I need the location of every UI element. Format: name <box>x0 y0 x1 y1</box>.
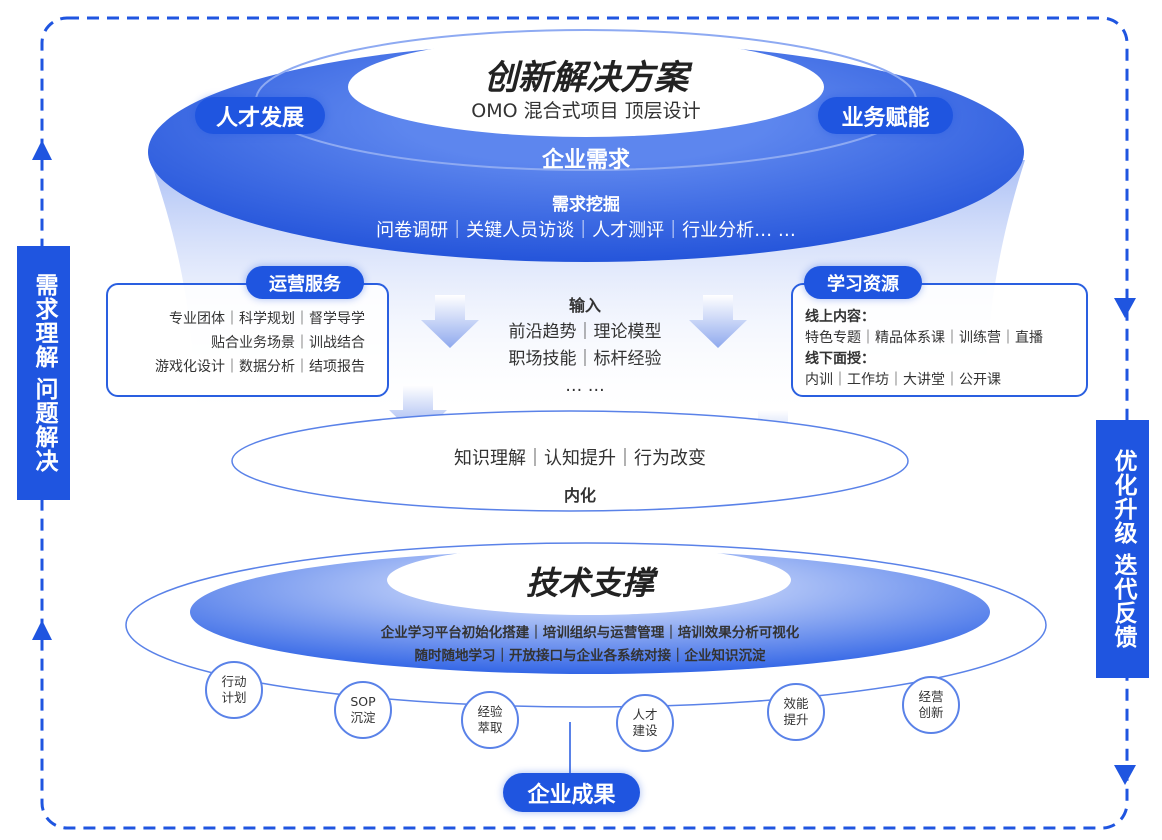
ops-pill: 运营服务 <box>246 266 364 299</box>
mining-title: 需求挖掘 <box>552 195 620 215</box>
input-line: 前沿趋势｜理论模型 <box>508 322 662 342</box>
node-text: 经验 <box>477 704 503 719</box>
online-items: 特色专题｜精品体系课｜训练营｜直播 <box>805 330 1043 346</box>
resources-pill: 学习资源 <box>804 266 922 299</box>
business-pill: 业务赋能 <box>818 97 953 134</box>
right-label: 优化升级迭代反馈 <box>1096 420 1149 678</box>
outcome-node: 经营创新 <box>902 676 960 734</box>
node-text: 提升 <box>783 712 809 727</box>
arrow-down-icon <box>1114 298 1136 318</box>
node-text: 经营 <box>918 689 944 704</box>
tech-lines: 企业学习平台初始化搭建｜培训组织与运营管理｜培训效果分析可视化 随时随地学习｜开… <box>290 622 890 668</box>
input-line: … … <box>565 376 605 396</box>
offline-title: 线下面授： <box>805 351 875 367</box>
node-text: 沉淀 <box>350 710 376 725</box>
ops-line: 专业团体｜科学规划｜督学导学 <box>169 311 365 327</box>
solution-title: 创新解决方案 <box>484 58 688 98</box>
left-label-line: 需求理解 <box>31 273 57 369</box>
right-label-line: 迭代反馈 <box>1110 553 1136 649</box>
node-text: 萃取 <box>477 720 503 735</box>
arrow-down-icon <box>1114 765 1136 785</box>
node-text: 人才 <box>632 707 658 722</box>
ops-line: 贴合业务场景｜训战结合 <box>211 335 365 351</box>
internal-items: 知识理解｜认知提升｜行为改变 <box>454 448 706 469</box>
left-label-line: 问题解决 <box>31 377 57 473</box>
online-title: 线上内容： <box>805 309 875 325</box>
node-text: 行动 <box>221 674 247 689</box>
arrow-up-icon <box>32 140 52 160</box>
arrow-up-icon <box>32 620 52 640</box>
left-label: 需求理解问题解决 <box>17 246 70 500</box>
input-line: 职场技能｜标杆经验 <box>508 349 662 369</box>
tech-title: 技术支撑 <box>525 564 654 602</box>
ops-line: 游戏化设计｜数据分析｜结项报告 <box>155 359 365 375</box>
outcome-node: 效能提升 <box>767 683 825 741</box>
right-label-line: 优化升级 <box>1110 449 1136 545</box>
resources-box: 线上内容： 特色专题｜精品体系课｜训练营｜直播 线下面授： 内训｜工作坊｜大讲堂… <box>791 283 1088 397</box>
ops-box: 专业团体｜科学规划｜督学导学 贴合业务场景｜训战结合 游戏化设计｜数据分析｜结项… <box>106 283 389 397</box>
tech-line: 随时随地学习｜开放接口与企业各系统对接｜企业知识沉淀 <box>414 648 766 664</box>
mining-items: 问卷调研｜关键人员访谈｜人才测评｜行业分析… … <box>376 220 796 241</box>
internal-ellipse <box>231 410 909 512</box>
node-text: 计划 <box>221 690 247 705</box>
node-text: 建设 <box>632 723 658 738</box>
outcome-node: 行动计划 <box>205 661 263 719</box>
node-text: 效能 <box>783 696 809 711</box>
arrow-down-icon <box>389 385 447 438</box>
input-title: 输入 <box>568 296 601 315</box>
internal-title: 内化 <box>563 486 596 505</box>
tech-line: 企业学习平台初始化搭建｜培训组织与运营管理｜培训效果分析可视化 <box>380 625 800 641</box>
outcome-node: 人才建设 <box>616 694 674 752</box>
result-pill: 企业成果 <box>503 773 640 812</box>
arrow-down-icon <box>421 295 479 348</box>
node-text: 创新 <box>918 705 944 720</box>
talent-pill: 人才发展 <box>195 97 325 134</box>
node-text: SOP <box>350 694 376 709</box>
input-block: 输入 前沿趋势｜理论模型 职场技能｜标杆经验 … … <box>470 292 700 400</box>
enterprise-demand: 企业需求 <box>541 148 630 173</box>
outcome-node: 经验萃取 <box>461 691 519 749</box>
solution-subtitle: OMO 混合式项目 顶层设计 <box>471 100 701 122</box>
offline-items: 内训｜工作坊｜大讲堂｜公开课 <box>805 372 1001 388</box>
arrow-down-icon <box>689 295 747 348</box>
